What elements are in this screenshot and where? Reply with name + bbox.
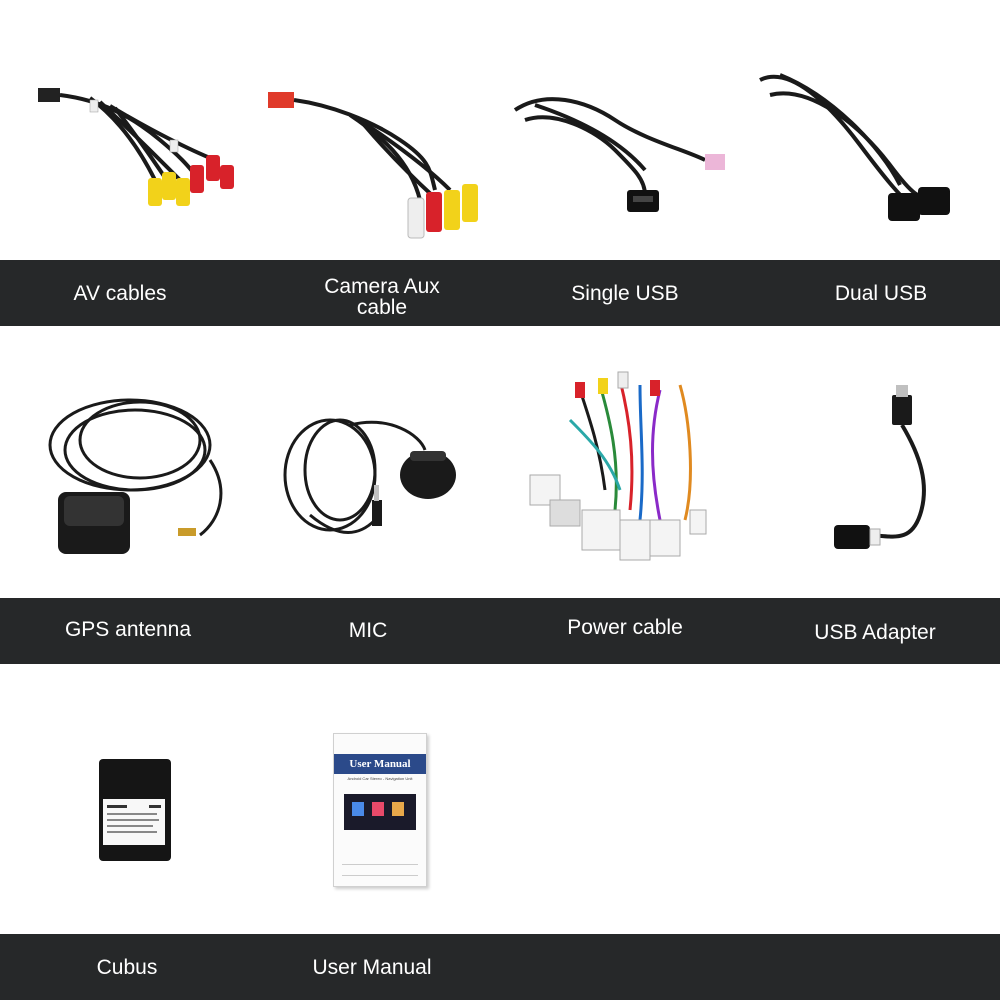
user-manual-image: User Manual Android Car Stereo - Navigat… (333, 733, 427, 887)
screen-tile-3 (392, 802, 404, 816)
gps-antenna-icon (48, 398, 223, 554)
screen-tile-2 (372, 802, 384, 816)
usb-adapter-image (820, 385, 950, 565)
camera-aux-cable-icon (268, 92, 478, 239)
label-band-row-1 (0, 260, 1000, 326)
mic-icon (283, 418, 456, 534)
mic-image (270, 395, 470, 545)
power-cable-icon (529, 371, 707, 561)
user-manual-cover-header: User Manual (334, 754, 426, 774)
single-usb-image (505, 80, 735, 230)
cubus-box-image (95, 755, 175, 865)
label-mic: MIC (348, 619, 388, 642)
dual-usb-icon (759, 73, 950, 221)
av-cables-image (30, 60, 250, 250)
screen-tile-1 (352, 802, 364, 816)
label-power-cable: Power cable (567, 616, 683, 639)
dual-usb-image (750, 65, 980, 240)
label-user-manual: User Manual (312, 956, 432, 979)
user-manual-cover-subtitle: Android Car Stereo - Navigation Unit (347, 776, 413, 781)
label-camera-aux-cable: Camera Aux cable (324, 275, 440, 319)
label-band-row-3 (0, 934, 1000, 1000)
user-manual-cover-textlines (342, 864, 418, 876)
user-manual-icon: User Manual Android Car Stereo - Navigat… (333, 733, 427, 887)
usb-adapter-icon (834, 385, 926, 549)
label-single-usb: Single USB (571, 282, 679, 305)
label-usb-adapter: USB Adapter (814, 621, 936, 644)
label-dual-usb: Dual USB (834, 282, 928, 305)
label-gps-antenna: GPS antenna (64, 618, 192, 641)
single-usb-icon (513, 97, 725, 212)
label-band-row-2 (0, 598, 1000, 664)
camera-aux-cable-image (260, 80, 490, 260)
cubus-box-icon (99, 759, 171, 861)
user-manual-cover-screen (344, 794, 416, 830)
gps-antenna-image (40, 390, 240, 570)
av-cables-icon (38, 88, 234, 206)
power-cable-image (520, 360, 730, 570)
user-manual-cover-title: User Manual (349, 758, 411, 770)
label-av-cables: AV cables (73, 282, 167, 305)
label-cubus: Cubus (96, 956, 158, 979)
